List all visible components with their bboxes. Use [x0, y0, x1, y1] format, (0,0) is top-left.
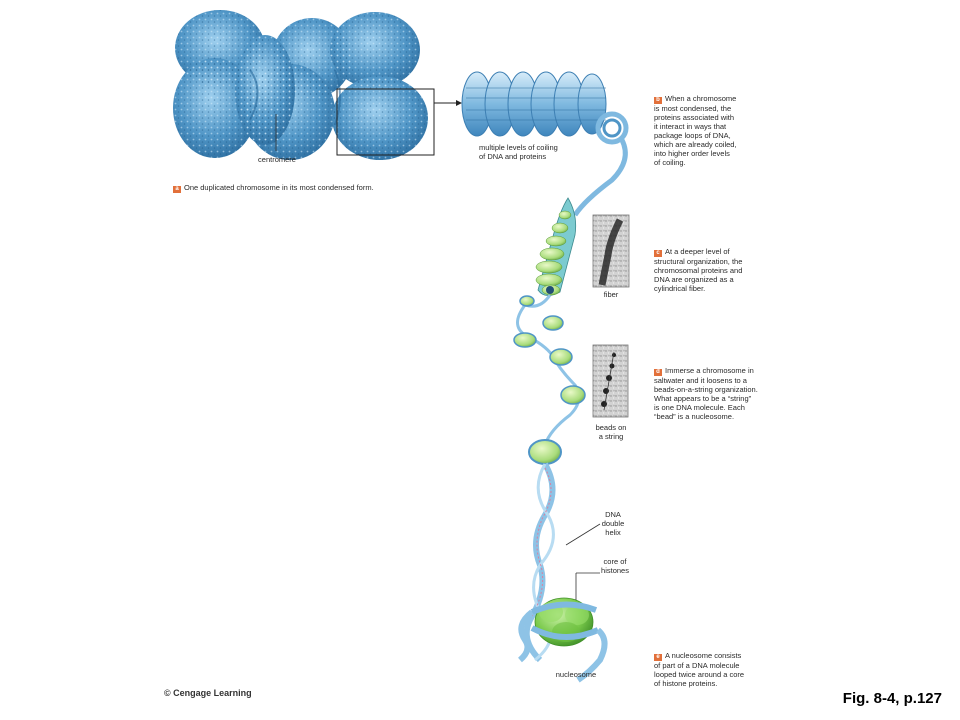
beads-micrograph: [592, 344, 629, 418]
nucleosome-label: nucleosome: [555, 670, 597, 679]
supercoil-loops: [461, 71, 629, 217]
label-pointers: [565, 523, 601, 600]
caption-d-badge: d: [654, 369, 662, 376]
centromere-label: centromere: [258, 155, 296, 164]
caption-e-badge: e: [654, 654, 662, 661]
core-histones-label: core of histones: [601, 557, 629, 575]
copyright-notice: © Cengage Learning: [164, 688, 252, 698]
chromatin-fiber: [535, 197, 577, 296]
caption-a-text: One duplicated chromosome in its most co…: [184, 183, 374, 192]
beads-on-string: [513, 295, 586, 465]
fiber-label: fiber: [603, 290, 619, 299]
caption-b-text: When a chromosome is most condensed, the…: [654, 94, 737, 167]
caption-b-badge: b: [654, 97, 662, 104]
figure-reference: Fig. 8-4, p.127: [842, 690, 942, 707]
caption-e-text: A nucleosome consists of part of a DNA m…: [654, 651, 745, 688]
zoom-box: [336, 88, 435, 156]
nucleosome-detail: [517, 597, 608, 683]
condensed-chromosome: [173, 10, 428, 160]
beads-label: beads on a string: [595, 423, 627, 441]
coiling-label: multiple levels of coiling of DNA and pr…: [479, 143, 558, 161]
fiber-micrograph: [592, 214, 630, 288]
caption-a-badge: a: [173, 186, 181, 193]
dna-helix-label: DNA double helix: [601, 510, 625, 537]
caption-c-text: At a deeper level of structural organiza…: [654, 247, 743, 293]
caption-c-badge: c: [654, 250, 662, 257]
caption-d-text: Immerse a chromosome in saltwater and it…: [654, 366, 758, 421]
